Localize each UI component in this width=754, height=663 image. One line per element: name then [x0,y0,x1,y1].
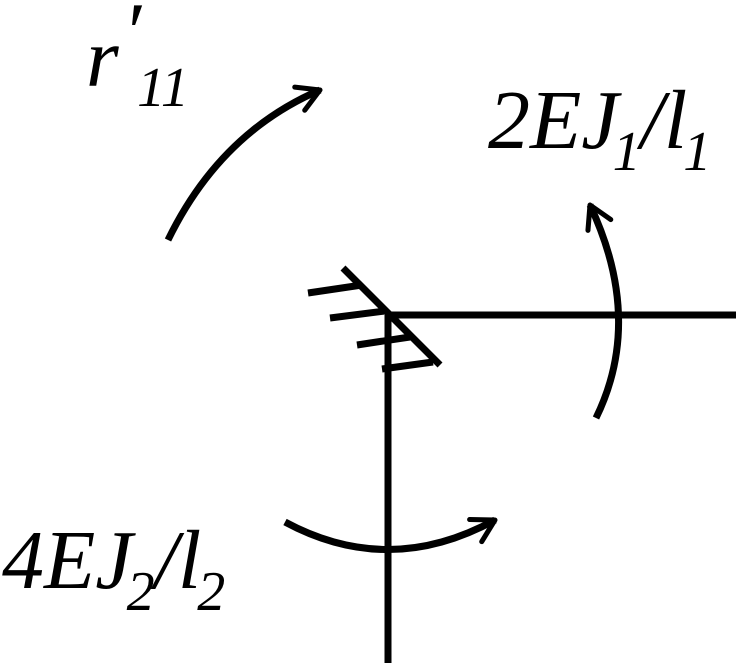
beam-moment-arrow [585,202,622,420]
column-moment-arrow [283,516,498,553]
column-moment-label: 4EJ2/l2 [2,514,225,623]
reaction-label: r′11 [86,0,189,119]
beam-moment-label: 2EJ1/l1 [488,74,711,183]
fixed-support-symbol [307,265,443,373]
reaction-arrow [164,84,323,242]
